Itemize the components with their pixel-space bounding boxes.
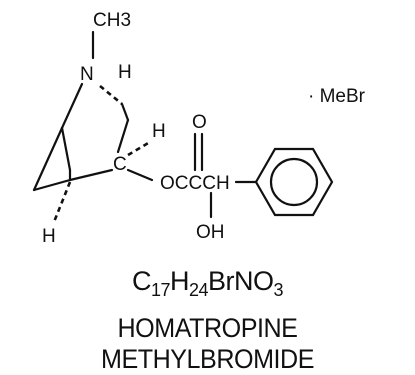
formula-c: C (131, 266, 152, 296)
n-label: N (80, 64, 94, 85)
ester-label: OCCCH (160, 173, 230, 194)
formula-o-sub: 3 (273, 280, 284, 300)
hash-n-right (99, 84, 123, 106)
molecular-formula: C17H24BrNO3 (0, 266, 415, 301)
phenyl-aromatic-circle (269, 157, 319, 207)
bond-bottom-c (68, 168, 114, 182)
formula-h-sub: 24 (188, 280, 209, 300)
formula-rest: BrNO (208, 266, 274, 296)
bond-right-top (120, 102, 130, 122)
bond-c-o (126, 168, 154, 182)
formula-h: H (169, 266, 190, 296)
bond-left-down (60, 126, 72, 172)
salt-label: · MeBr (308, 86, 366, 107)
compound-name: HOMATROPINE METHYLBROMIDE (101, 313, 314, 374)
c-label: C (113, 154, 127, 175)
h-bottom-label: H (42, 226, 56, 247)
bond-right-c (116, 118, 130, 154)
bond-left-outer (32, 126, 64, 192)
diagram-canvas: CH3 N H H C H OCCCH O (0, 10, 415, 374)
ch3-label: CH3 (93, 10, 131, 31)
hash-bottom-h (52, 181, 72, 223)
formula-c-sub: 17 (150, 280, 171, 300)
phenyl-ring (254, 147, 334, 217)
h-mid-label: H (152, 121, 166, 142)
hash-c-h (127, 140, 151, 157)
structure-diagram: CH3 N H H C H OCCCH O (32, 10, 366, 247)
oh-label: OH (196, 222, 225, 243)
o-top-label: O (192, 112, 207, 133)
bond-bottom-left (32, 178, 72, 192)
h-top-label: H (118, 62, 132, 83)
bond-n-left (60, 82, 84, 130)
